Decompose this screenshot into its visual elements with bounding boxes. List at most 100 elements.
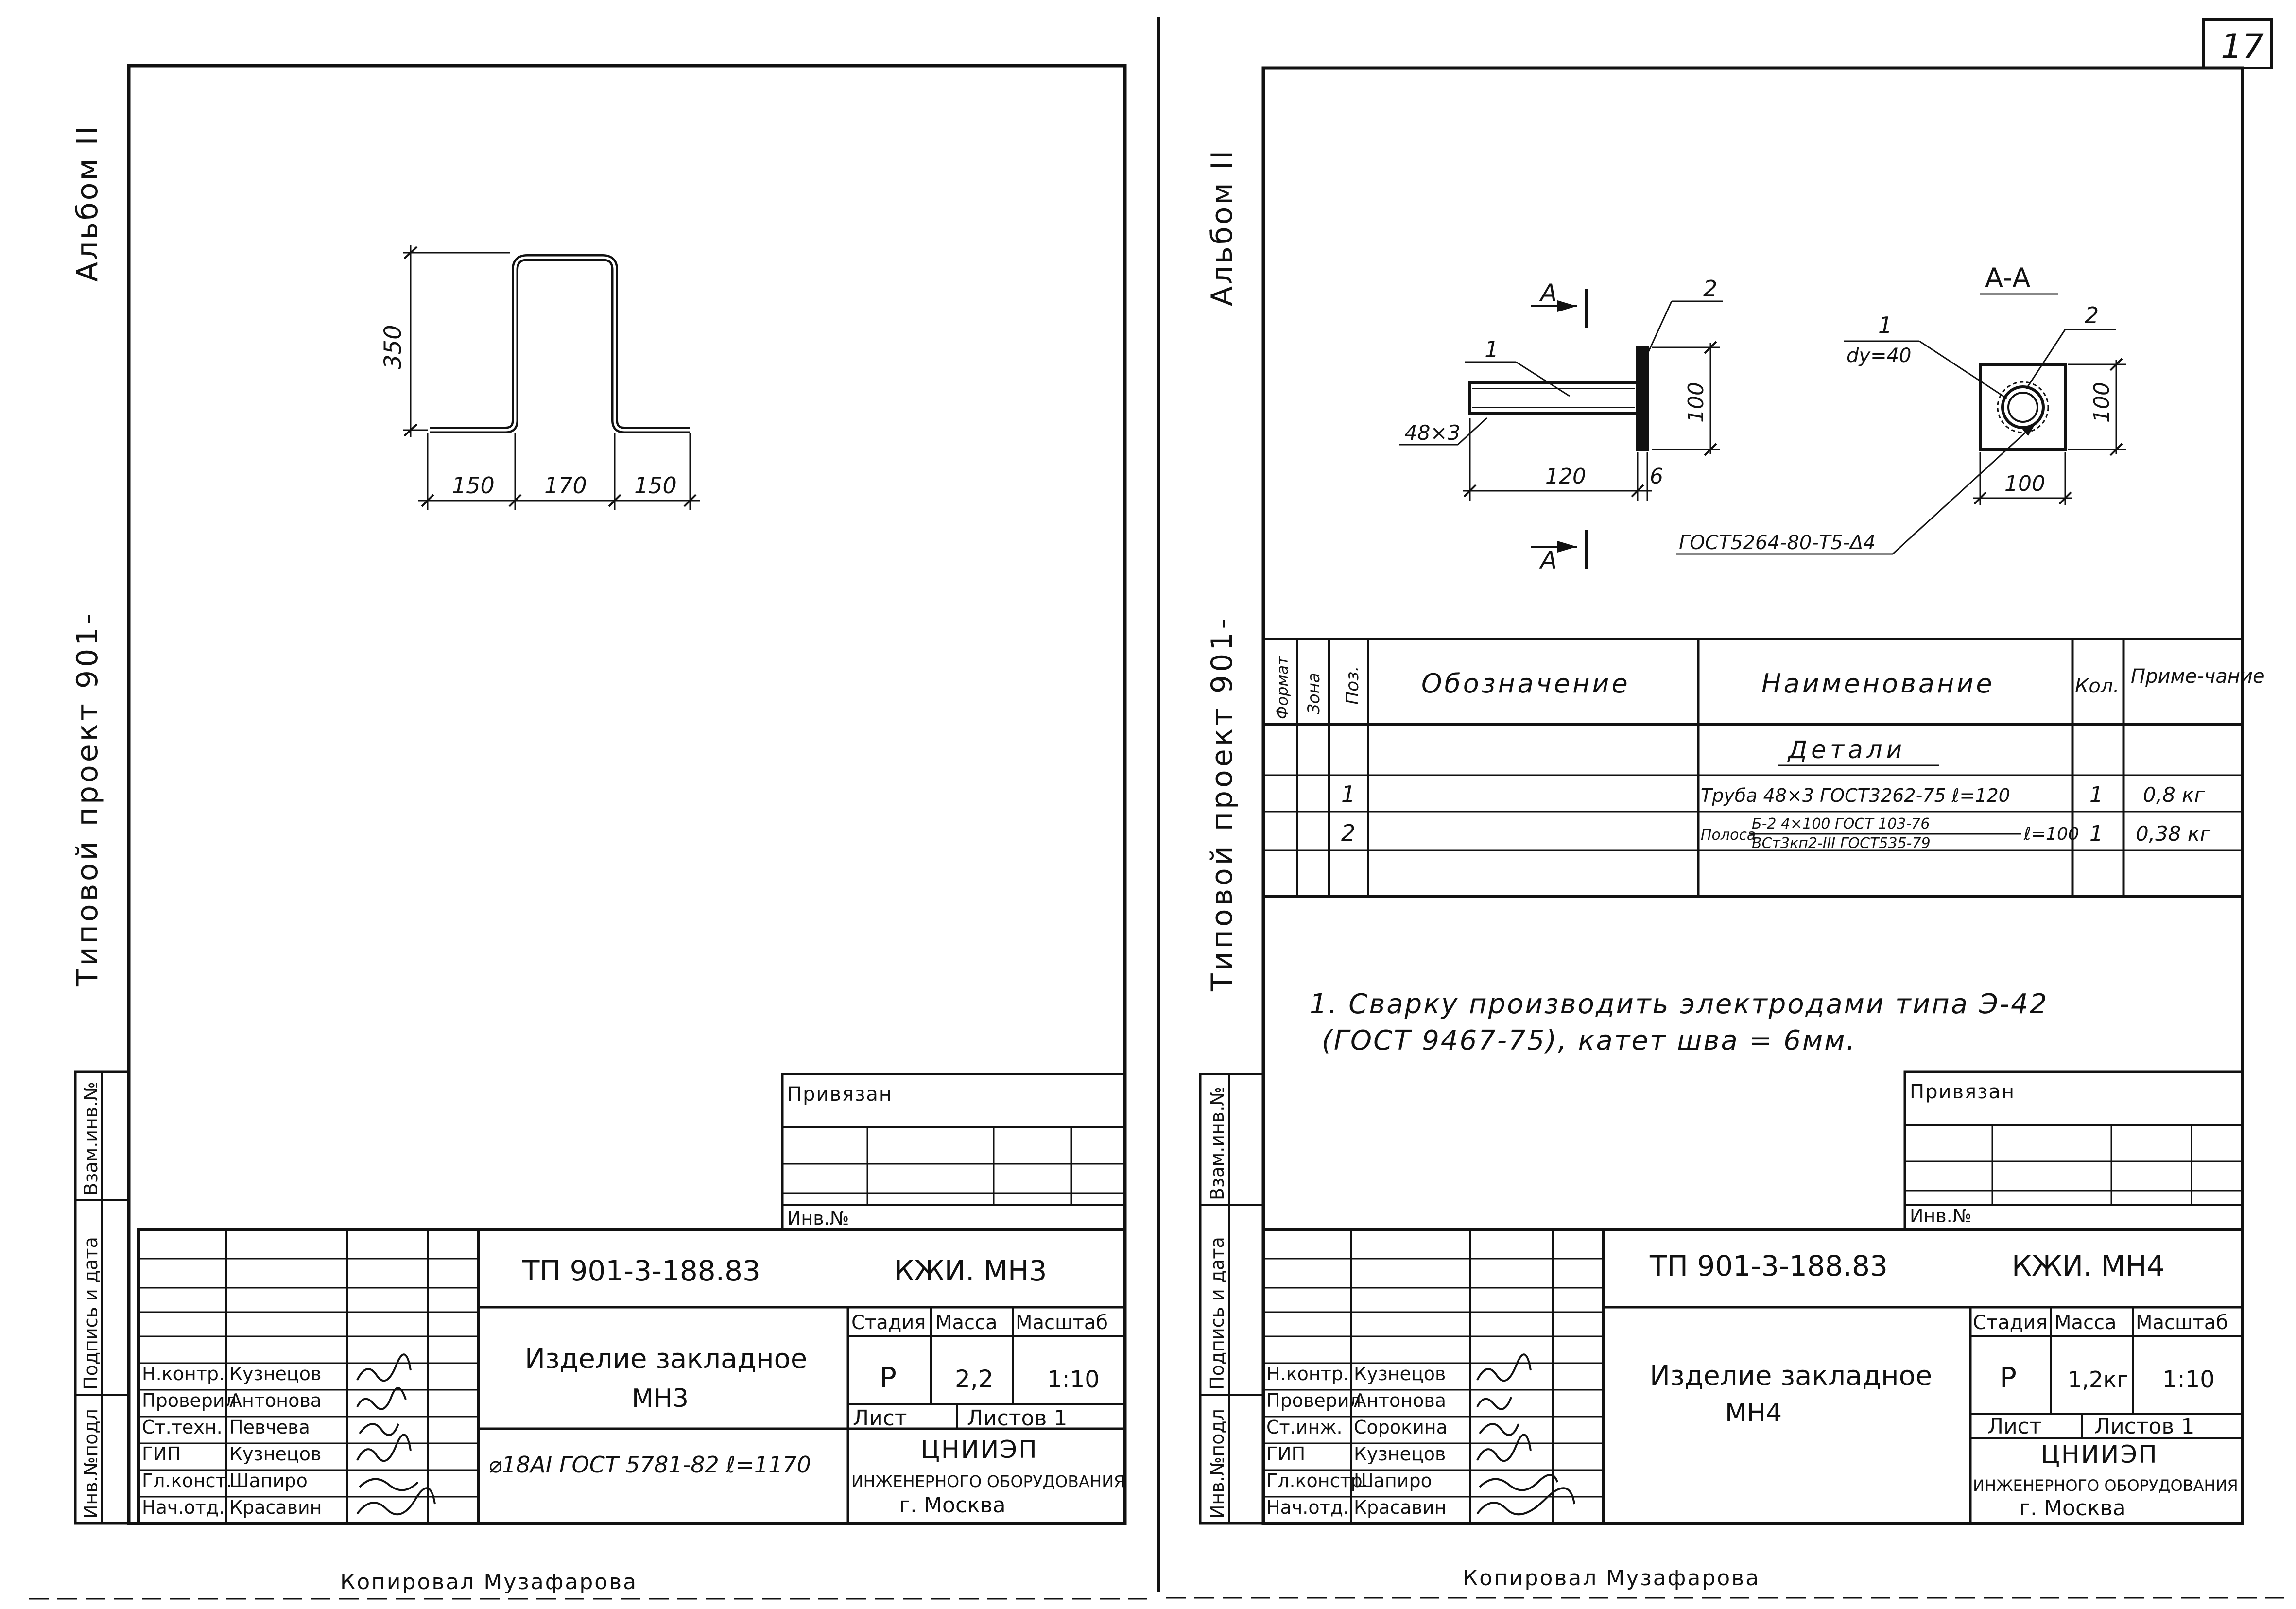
left-inv-no: Инв.№ (787, 1208, 849, 1229)
signer-role: Проверил (1266, 1390, 1361, 1411)
left-mass: 2,2 (955, 1365, 994, 1393)
col-pos: Поз. (1343, 666, 1363, 705)
row-name-bottom: ВСт3кп2-III ГОСТ535-79 (1752, 835, 1931, 852)
right-signers: Н.контр. Кузнецов Проверил Антонова Ст.и… (1266, 1363, 1448, 1518)
row-name-suffix: ℓ=100 (2023, 824, 2079, 844)
right-scale: 1:10 (2162, 1366, 2215, 1393)
left-col-scale: Масштаб (1016, 1312, 1108, 1334)
right-album-label: Альбом II (1205, 149, 1239, 306)
right-stage: Р (2000, 1361, 2017, 1394)
left-org3: г. Москва (899, 1493, 1006, 1518)
col-qty: Кол. (2075, 675, 2119, 697)
signer-name: Красавин (229, 1497, 322, 1518)
row-name-top: Б-2 4×100 ГОСТ 103-76 (1752, 815, 1930, 832)
left-sheet: Альбом II Типовой проект 901- Инв.№подл … (29, 17, 1160, 1600)
dim-350: 350 (380, 325, 407, 369)
dim-100-section-v: 100 (2089, 382, 2114, 423)
right-sheet-label: Лист (1987, 1414, 2042, 1439)
right-copied-by: Копировал Музафарова (1463, 1566, 1760, 1591)
row-qty: 1 (2089, 821, 2103, 846)
right-org3: г. Москва (2019, 1496, 2126, 1521)
col-designation: Обозначение (1421, 668, 1630, 699)
signer-name: Кузнецов (1354, 1363, 1446, 1384)
signer-role: ГИП (1266, 1443, 1305, 1465)
pipe-size-label: 48×3 (1404, 421, 1460, 445)
left-side-columns: Инв.№подл Подпись и дата Взам.инв.№ (74, 1070, 130, 1525)
row-name-prefix: Полоса (1701, 827, 1756, 844)
dim-150-right: 150 (634, 472, 677, 499)
signer-role: Проверил (142, 1390, 237, 1411)
right-col-inv-podl: Инв.№подл (1207, 1409, 1228, 1519)
right-project-label: Типовой проект 901- (1205, 616, 1239, 992)
pos-1-section: 1 (1878, 312, 1892, 338)
right-privyazan-stamp: Привязан Инв.№ (1903, 1070, 2244, 1231)
signer-role: Гл.констр. (1266, 1470, 1368, 1491)
signer-role: Ст.инж. (1266, 1417, 1343, 1438)
left-stage: Р (880, 1361, 897, 1394)
left-privyazan-stamp: Привязан Инв.№ (781, 1073, 1126, 1231)
left-sheets-label: Листов 1 (967, 1406, 1067, 1431)
dy-label: dу=40 (1847, 345, 1911, 367)
table-row: 2 Полоса Б-2 4×100 ГОСТ 103-76 ВСт3кп2-I… (1341, 815, 2211, 852)
col-zone: Зона (1304, 673, 1324, 714)
left-material: ⌀18АI ГОСТ 5781-82 ℓ=1170 (488, 1452, 811, 1478)
left-col-stage: Стадия (851, 1312, 926, 1334)
signer-name: Сорокина (1354, 1417, 1448, 1438)
note-line-2: (ГОСТ 9467-75), катет шва = 6мм. (1322, 1025, 1856, 1056)
right-col-mass: Масса (2054, 1312, 2117, 1334)
left-privyazan: Привязан (787, 1083, 893, 1106)
signer-name: Антонова (1354, 1390, 1446, 1411)
left-mark: КЖИ. МН3 (894, 1254, 1047, 1287)
right-title-line2: МН4 (1725, 1399, 1782, 1428)
section-details: Детали (1787, 736, 1906, 764)
right-org2: ИНЖЕНЕРНОГО ОБОРУДОВАНИЯ (1973, 1476, 2238, 1495)
row-note: 0,8 кг (2143, 783, 2206, 807)
table-row: 1 Труба 48×3 ГОСТ3262-75 ℓ=120 1 0,8 кг (1341, 781, 2206, 807)
pos-1-side: 1 (1485, 336, 1499, 363)
section-title: А-А (1985, 262, 2030, 293)
signer-name: Певчева (229, 1417, 310, 1438)
page-number: 17 (2221, 27, 2264, 67)
signer-name: Кузнецов (1354, 1443, 1446, 1465)
col-name: Наименование (1761, 668, 1995, 699)
dim-100-section-h: 100 (2004, 471, 2045, 496)
signer-role: Нач.отд. (142, 1497, 224, 1518)
right-title-block: ТП 901-3-188.83 КЖИ. МН4 Изделие закладн… (1262, 1228, 2244, 1525)
left-scale: 1:10 (1047, 1366, 1100, 1393)
section-mark-bottom: А (1539, 546, 1557, 574)
left-col-mass: Масса (935, 1312, 998, 1334)
embedded-part-drawing: А А 1 2 48×3 (1399, 262, 2126, 574)
signer-name: Красавин (1354, 1497, 1447, 1518)
spec-table: Формат Зона Поз. Обозначение Наименовани… (1262, 638, 2265, 898)
dim-150-left: 150 (452, 472, 495, 499)
row-pos: 2 (1341, 820, 1355, 846)
right-inv-no: Инв.№ (1910, 1205, 1971, 1227)
signer-name: Кузнецов (229, 1363, 321, 1384)
right-title-line1: Изделие закладное (1650, 1360, 1932, 1392)
right-sheet: 17 Альбом II Типовой проект 901- Инв.№по… (1166, 18, 2284, 1599)
signer-name: Шапиро (1354, 1470, 1432, 1491)
dim-120: 120 (1545, 464, 1586, 489)
signer-role: ГИП (142, 1443, 181, 1465)
signer-name: Шапиро (229, 1470, 308, 1491)
left-doc-code: ТП 901-3-188.83 (522, 1254, 760, 1287)
left-org1: ЦНИИЭП (921, 1436, 1038, 1464)
right-col-vzam-inv: Взам.инв.№ (1207, 1087, 1228, 1200)
dim-100-side: 100 (1684, 382, 1709, 423)
left-title-block: ТП 901-3-188.83 КЖИ. МН3 Изделие закладн… (137, 1228, 1126, 1525)
signer-role: Ст.техн. (142, 1417, 223, 1438)
section-mark-top: А (1539, 279, 1557, 307)
left-signatures (356, 1353, 436, 1516)
left-sheet-label: Лист (853, 1406, 907, 1431)
right-col-signature-date: Подпись и дата (1207, 1237, 1228, 1390)
bent-rod-drawing: 350 150 170 150 (380, 245, 700, 510)
right-mass: 1,2кг (2068, 1367, 2128, 1393)
note-line-1: 1. Сварку производить электродами типа Э… (1310, 988, 2048, 1020)
row-pos: 1 (1341, 781, 1355, 807)
left-org2: ИНЖЕНЕРНОГО ОБОРУДОВАНИЯ (851, 1472, 1125, 1491)
left-signers: Н.контр. Кузнецов Проверил Антонова Ст.т… (142, 1363, 322, 1518)
signer-name: Антонова (229, 1390, 322, 1411)
dim-6: 6 (1650, 464, 1663, 489)
right-col-stage: Стадия (1973, 1312, 2047, 1334)
left-title-line2: МН3 (632, 1384, 689, 1413)
